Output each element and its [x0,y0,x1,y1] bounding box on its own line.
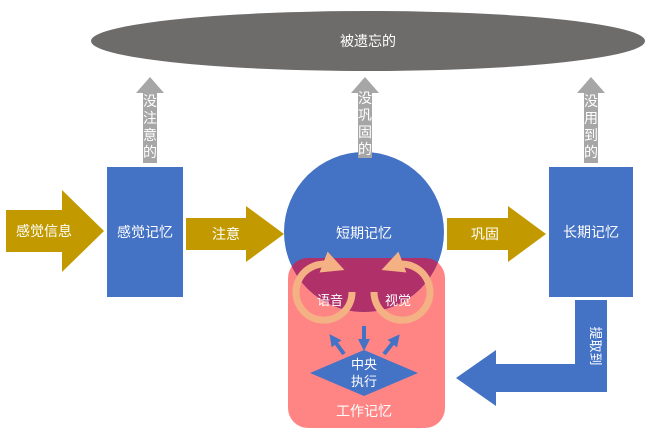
central-executive-line2: 执行 [351,375,377,390]
not-consolidated-arrow: 没 巩 固 的 [351,77,379,158]
working-memory-label: 工作记忆 [336,404,392,420]
executive-arrows [329,326,400,356]
not-consolidated-char-2: 巩 [358,108,372,124]
sensory-memory-box [107,167,183,297]
attention-arrow: 注意 [186,206,284,262]
retrieval-label: 提取到 [587,326,603,365]
consolidation-label: 巩固 [471,227,499,243]
not-attended-char-2: 注 [143,111,157,127]
phonological-label: 语音 [317,293,343,309]
not-used-arrow: 没 用 到 的 [577,77,605,163]
long-term-memory-box [549,167,633,297]
sensory-memory-label: 感觉记忆 [117,224,173,241]
phonological-loop: 语音 [292,251,356,324]
not-used-char-3: 到 [584,128,598,144]
not-used-char-1: 没 [584,94,598,110]
phonological-loop-arc [292,251,356,324]
visual-loop: 视觉 [370,251,434,324]
not-used-char-2: 用 [584,111,598,127]
not-attended-char-4: 的 [143,145,157,161]
not-consolidated-char-1: 没 [358,91,372,107]
not-used-char-4: 的 [584,145,598,161]
central-executive-diamond [310,350,418,396]
sensory-input-arrow: 感觉信息 [6,190,104,272]
not-consolidated-char-3: 固 [358,125,372,141]
visual-loop-arc [370,251,434,324]
short-term-memory-label: 短期记忆 [336,226,392,242]
retrieval-arrow: 提取到 [456,300,607,406]
executive-arrow-right [382,334,400,356]
not-attended-char-3: 意 [143,127,157,144]
long-term-memory-label: 长期记忆 [563,225,619,241]
central-executive-line1: 中央 [351,358,377,373]
not-consolidated-char-4: 的 [358,142,372,158]
forgotten-label: 被遗忘的 [340,34,396,50]
attention-label: 注意 [212,226,240,243]
not-attended-arrow: 没 注 意 的 [136,77,164,163]
consolidation-arrow: 巩固 [447,206,546,262]
not-attended-char-1: 没 [143,94,157,110]
visual-label: 视觉 [385,294,411,309]
forgotten-ellipse [91,11,645,71]
overlap-region [288,258,444,312]
executive-arrow-left [329,334,346,356]
sensory-input-label: 感觉信息 [16,223,72,240]
